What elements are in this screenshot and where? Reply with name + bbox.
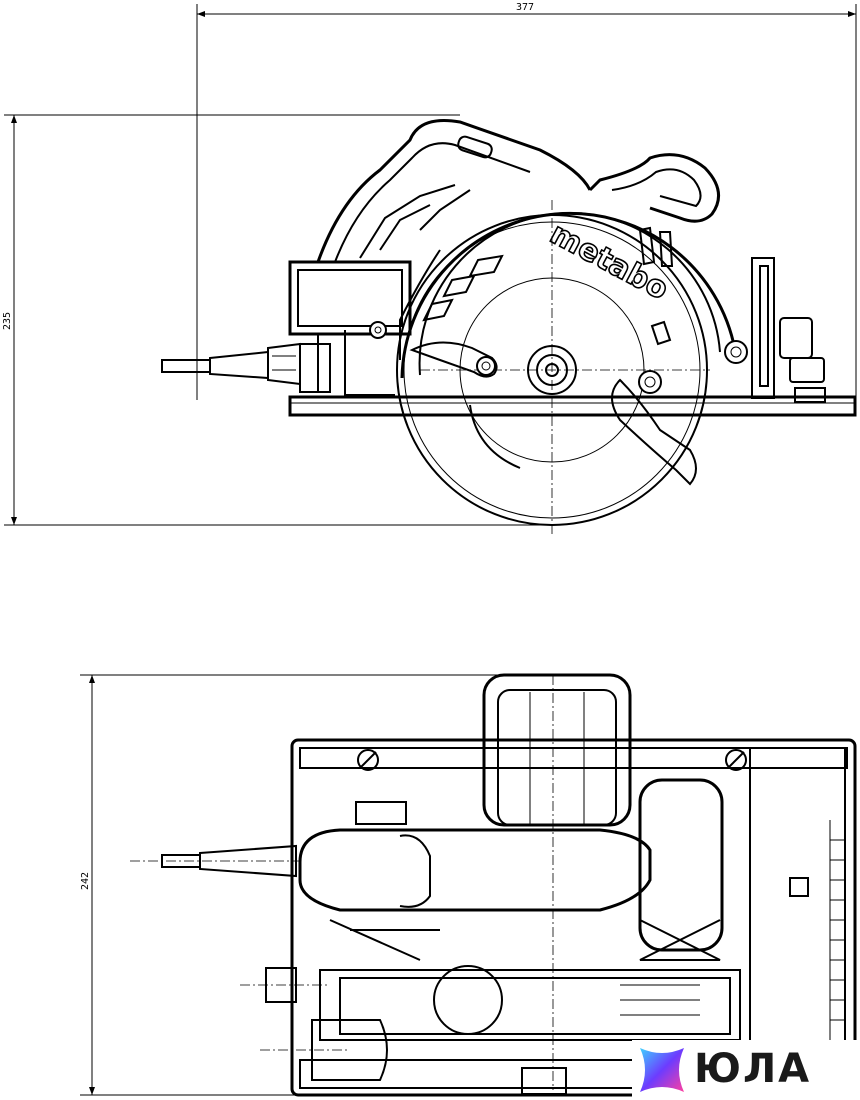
- watermark: ЮЛА: [632, 1040, 860, 1100]
- watermark-text: ЮЛА: [694, 1046, 812, 1092]
- front-bracket: [724, 257, 825, 399]
- scale-ticks: [830, 839, 845, 1021]
- motor-housing: [316, 119, 592, 263]
- plan-main-handle: [298, 778, 724, 952]
- depth-lever: [369, 321, 498, 378]
- dimension-depth: 242: [80, 674, 540, 1096]
- dimension-width: 377: [196, 2, 857, 400]
- yula-logo-icon: [640, 1048, 684, 1092]
- base-plate: [288, 387, 857, 417]
- dimension-height-label: 235: [2, 312, 13, 330]
- rear-handle: [588, 153, 721, 223]
- plan-blade-housing: [240, 877, 809, 1095]
- plan-motor: [482, 673, 632, 1090]
- dimension-height: 235: [2, 114, 560, 526]
- power-cable: [161, 342, 301, 386]
- motor-end-cap: [288, 260, 412, 396]
- plan-power-cable: [130, 844, 300, 878]
- dimension-width-label: 377: [516, 2, 534, 13]
- lower-guard-lever: [469, 370, 697, 486]
- top-view: 242: [80, 673, 857, 1097]
- side-view: 377 235: [2, 2, 857, 535]
- dimension-depth-label: 242: [80, 872, 91, 890]
